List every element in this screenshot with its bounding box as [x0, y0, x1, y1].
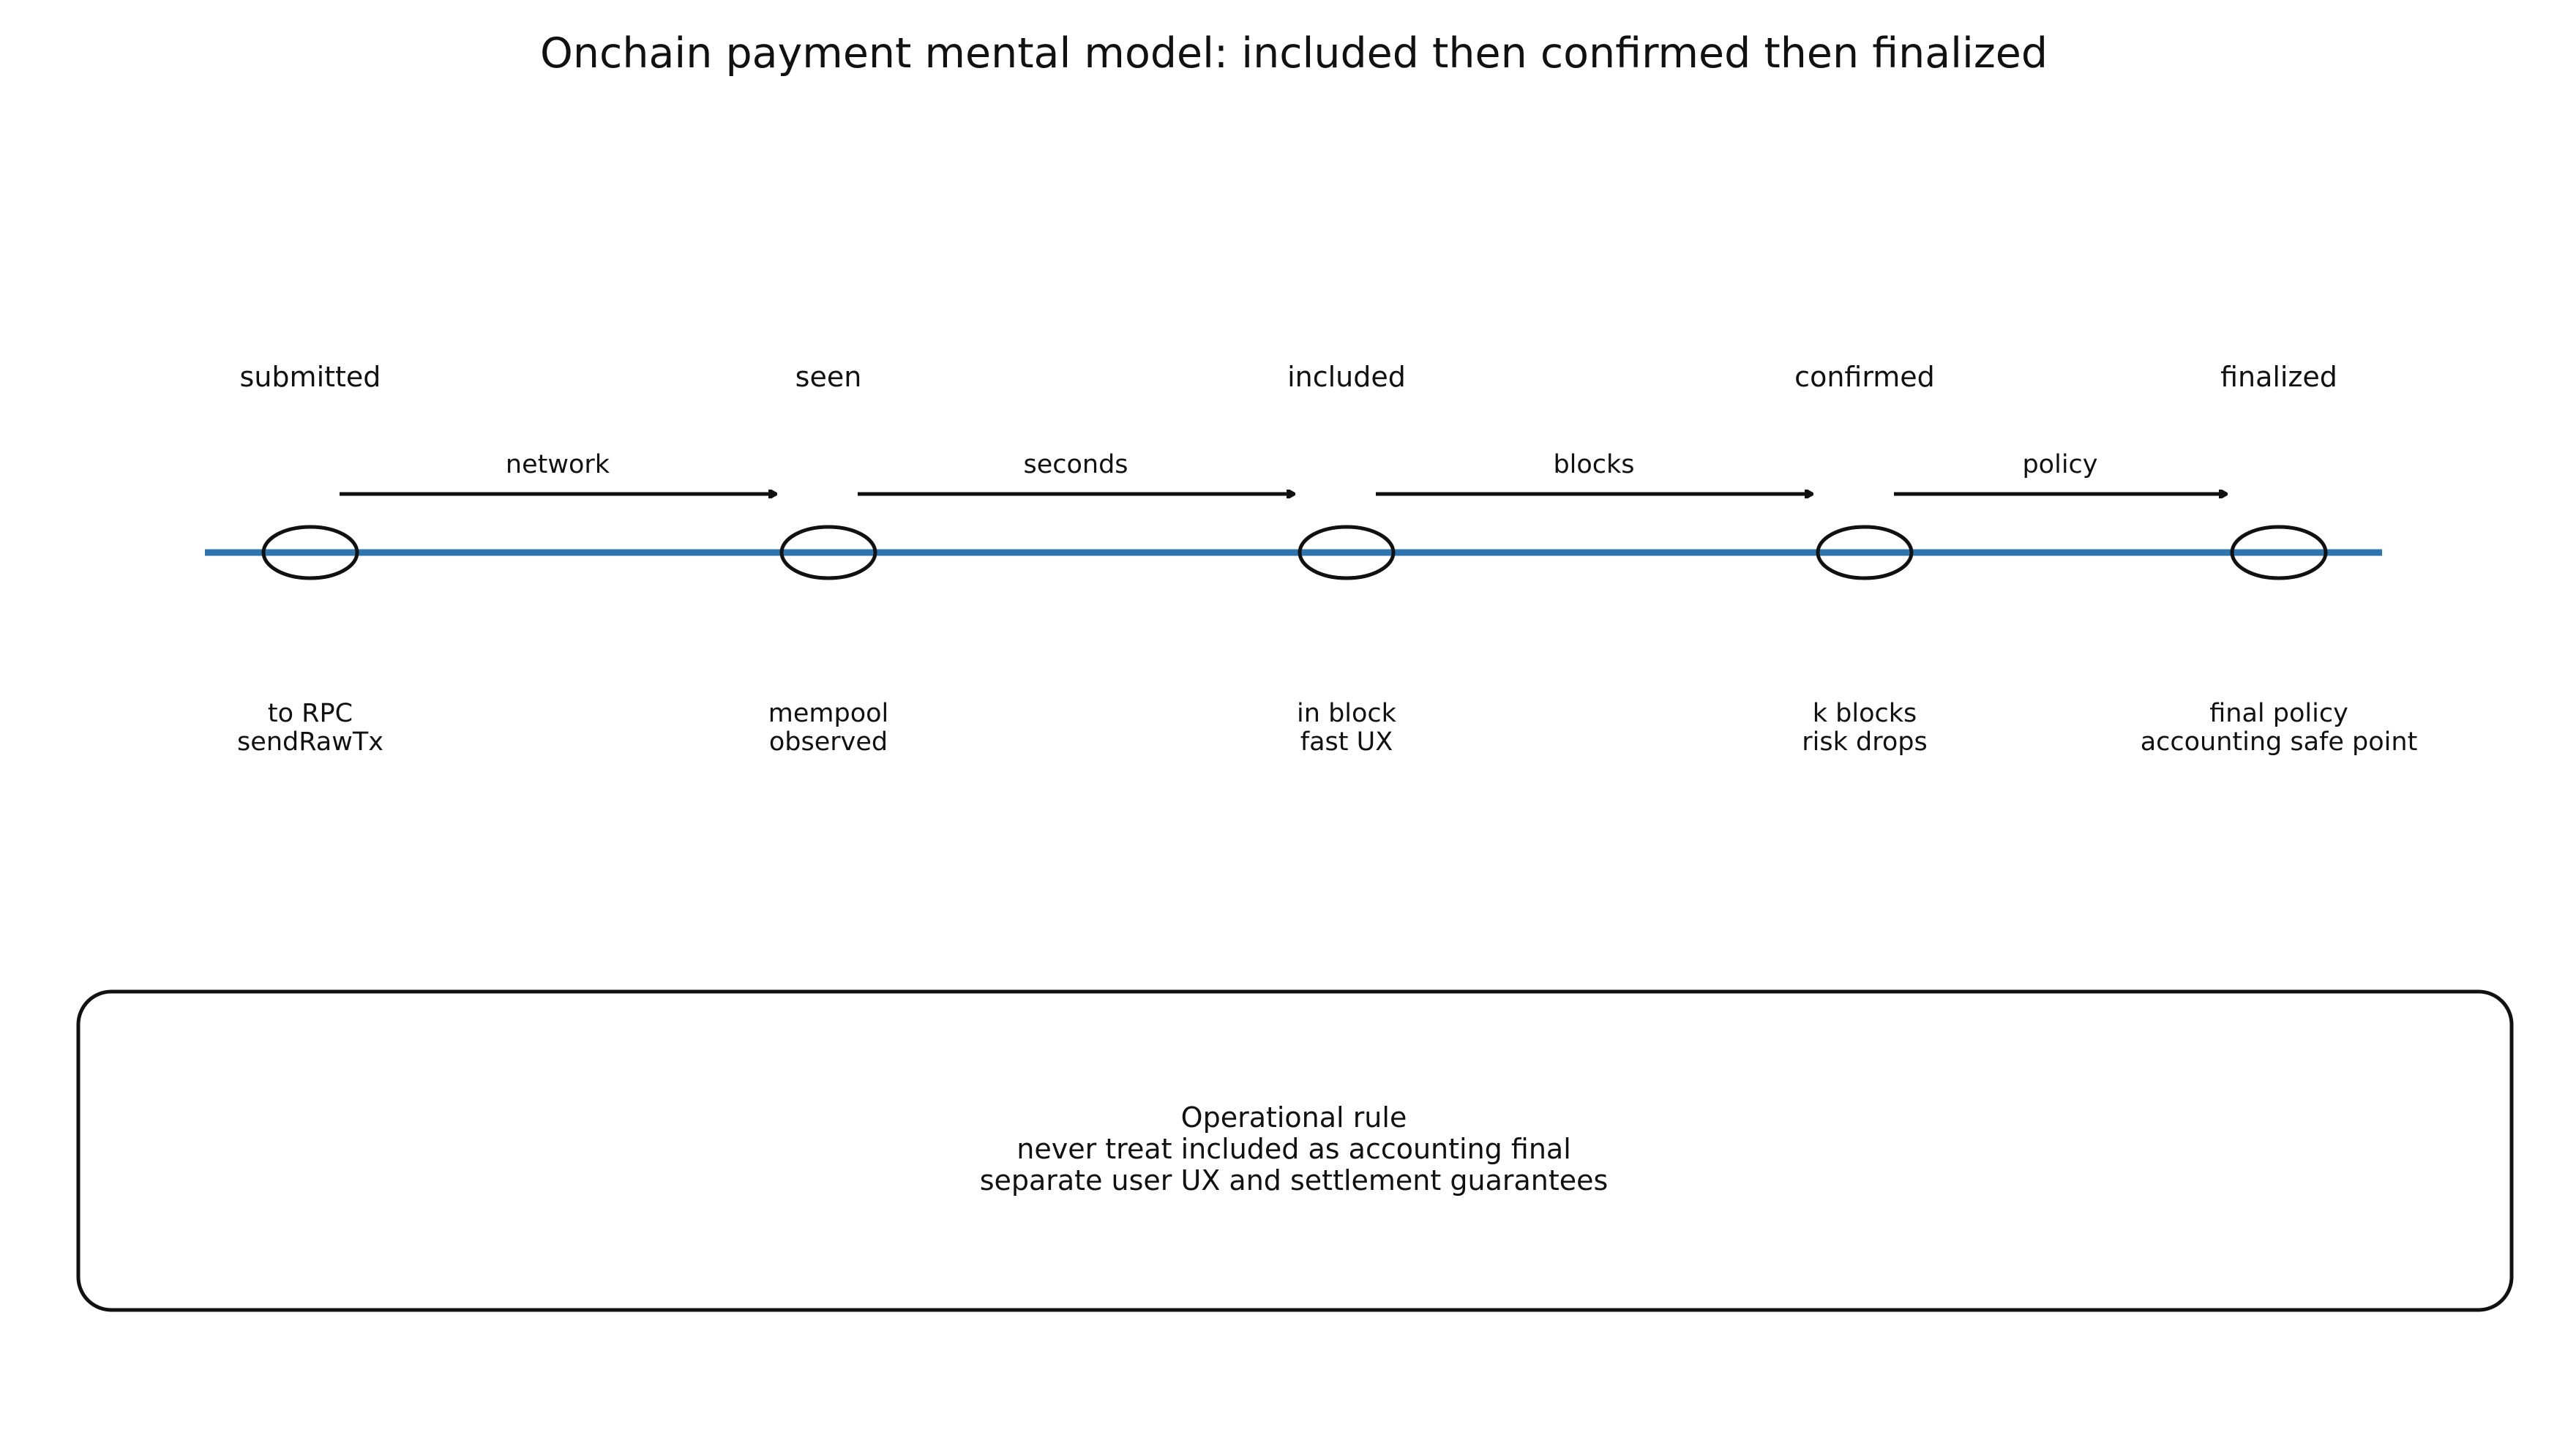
- stage-node-seen: [779, 525, 877, 580]
- operational-rule-line-1: never treat included as accounting final: [1016, 1133, 1571, 1165]
- operational-rule-line-2: separate user UX and settlement guarante…: [980, 1164, 1609, 1197]
- stage-node-included: [1298, 525, 1396, 580]
- stage-label-submitted: submitted: [240, 361, 381, 393]
- stage-desc-submitted-line-1: to RPC: [268, 699, 353, 728]
- transition-label-network: network: [506, 450, 610, 479]
- stage-desc-confirmed-line-2: risk drops: [1802, 727, 1927, 757]
- stage-desc-finalized-line-1: final policy: [2209, 699, 2348, 728]
- stage-desc-seen-line-2: observed: [769, 727, 888, 757]
- stage-label-seen: seen: [795, 361, 862, 393]
- stage-desc-included-line-1: in block: [1297, 699, 1397, 728]
- operational-rule-heading: Operational rule: [1181, 1101, 1407, 1134]
- stage-node-confirmed: [1816, 525, 1914, 580]
- stage-desc-seen-line-1: mempool: [768, 699, 889, 728]
- page-title: Onchain payment mental model: included t…: [540, 29, 2048, 78]
- stage-label-confirmed: confirmed: [1794, 361, 1935, 393]
- stage-node-finalized: [2230, 525, 2328, 580]
- stage-desc-included-line-2: fast UX: [1300, 727, 1393, 757]
- transition-label-seconds: seconds: [1023, 450, 1128, 479]
- stage-desc-finalized-line-2: accounting safe point: [2141, 727, 2418, 757]
- operational-rule-box: [76, 989, 2514, 1312]
- stage-desc-confirmed-line-1: k blocks: [1813, 699, 1917, 728]
- stage-node-submitted: [261, 525, 359, 580]
- stage-nodes: [261, 525, 2328, 580]
- stage-labels: submitted seen included confirmed finalized: [240, 361, 2337, 393]
- transition-label-policy: policy: [2022, 450, 2097, 479]
- transition-label-blocks: blocks: [1553, 450, 1634, 479]
- stage-desc-submitted-line-2: sendRawTx: [237, 727, 383, 757]
- stage-label-included: included: [1287, 361, 1406, 393]
- transition-arrows: network seconds blocks policy: [340, 450, 2226, 494]
- stage-label-finalized: finalized: [2220, 361, 2337, 393]
